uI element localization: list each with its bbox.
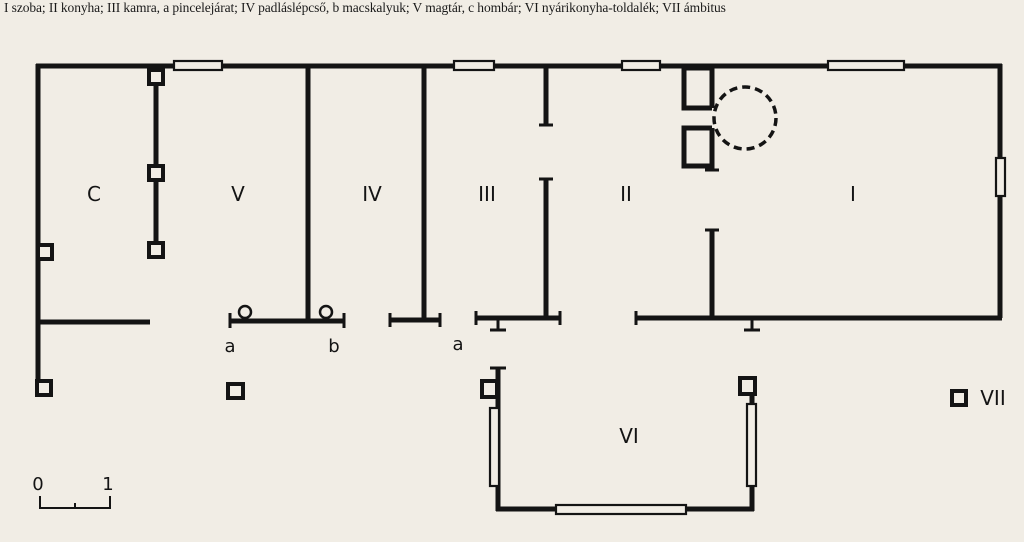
marker-b-cathole: b (328, 336, 339, 357)
cat-holes (237, 304, 334, 320)
room-label-iii: III (478, 182, 496, 206)
window (554, 503, 688, 516)
scale-label-one: 1 (102, 474, 113, 495)
post (480, 379, 499, 399)
post (226, 382, 245, 400)
post (35, 379, 53, 397)
post (147, 241, 165, 259)
post (738, 376, 757, 396)
room-label-iv: IV (362, 182, 382, 206)
post (147, 164, 165, 182)
figure-caption: I szoba; II konyha; III kamra, a pincele… (4, 0, 726, 15)
legend-post-icon (950, 389, 968, 407)
window (994, 156, 1007, 198)
marker-a-cellar: a (224, 336, 235, 357)
windows (172, 59, 1007, 516)
room-label-c: C (87, 182, 101, 206)
post (36, 243, 54, 261)
room-label-i: I (850, 182, 856, 206)
outer-walls (35, 63, 1003, 396)
window (172, 59, 224, 72)
marker-a-entrance: a (452, 334, 463, 355)
posts (35, 68, 968, 407)
window (452, 59, 496, 72)
window (620, 59, 662, 72)
room-label-v: V (231, 182, 245, 206)
room-label-ii: II (620, 182, 632, 206)
interior-walls (153, 66, 760, 332)
room-label-vi: VI (619, 424, 639, 448)
cat-hole (237, 304, 253, 320)
cat-hole (318, 304, 334, 320)
window (745, 402, 758, 488)
kitchen-oven (681, 65, 778, 172)
window (826, 59, 906, 72)
scale-label-zero: 0 (32, 474, 43, 495)
window (488, 406, 501, 488)
legend-label-vii: VII (980, 386, 1005, 410)
oven-dome (712, 85, 778, 151)
post (147, 68, 165, 86)
scale-bar: 0 1 (32, 474, 114, 509)
